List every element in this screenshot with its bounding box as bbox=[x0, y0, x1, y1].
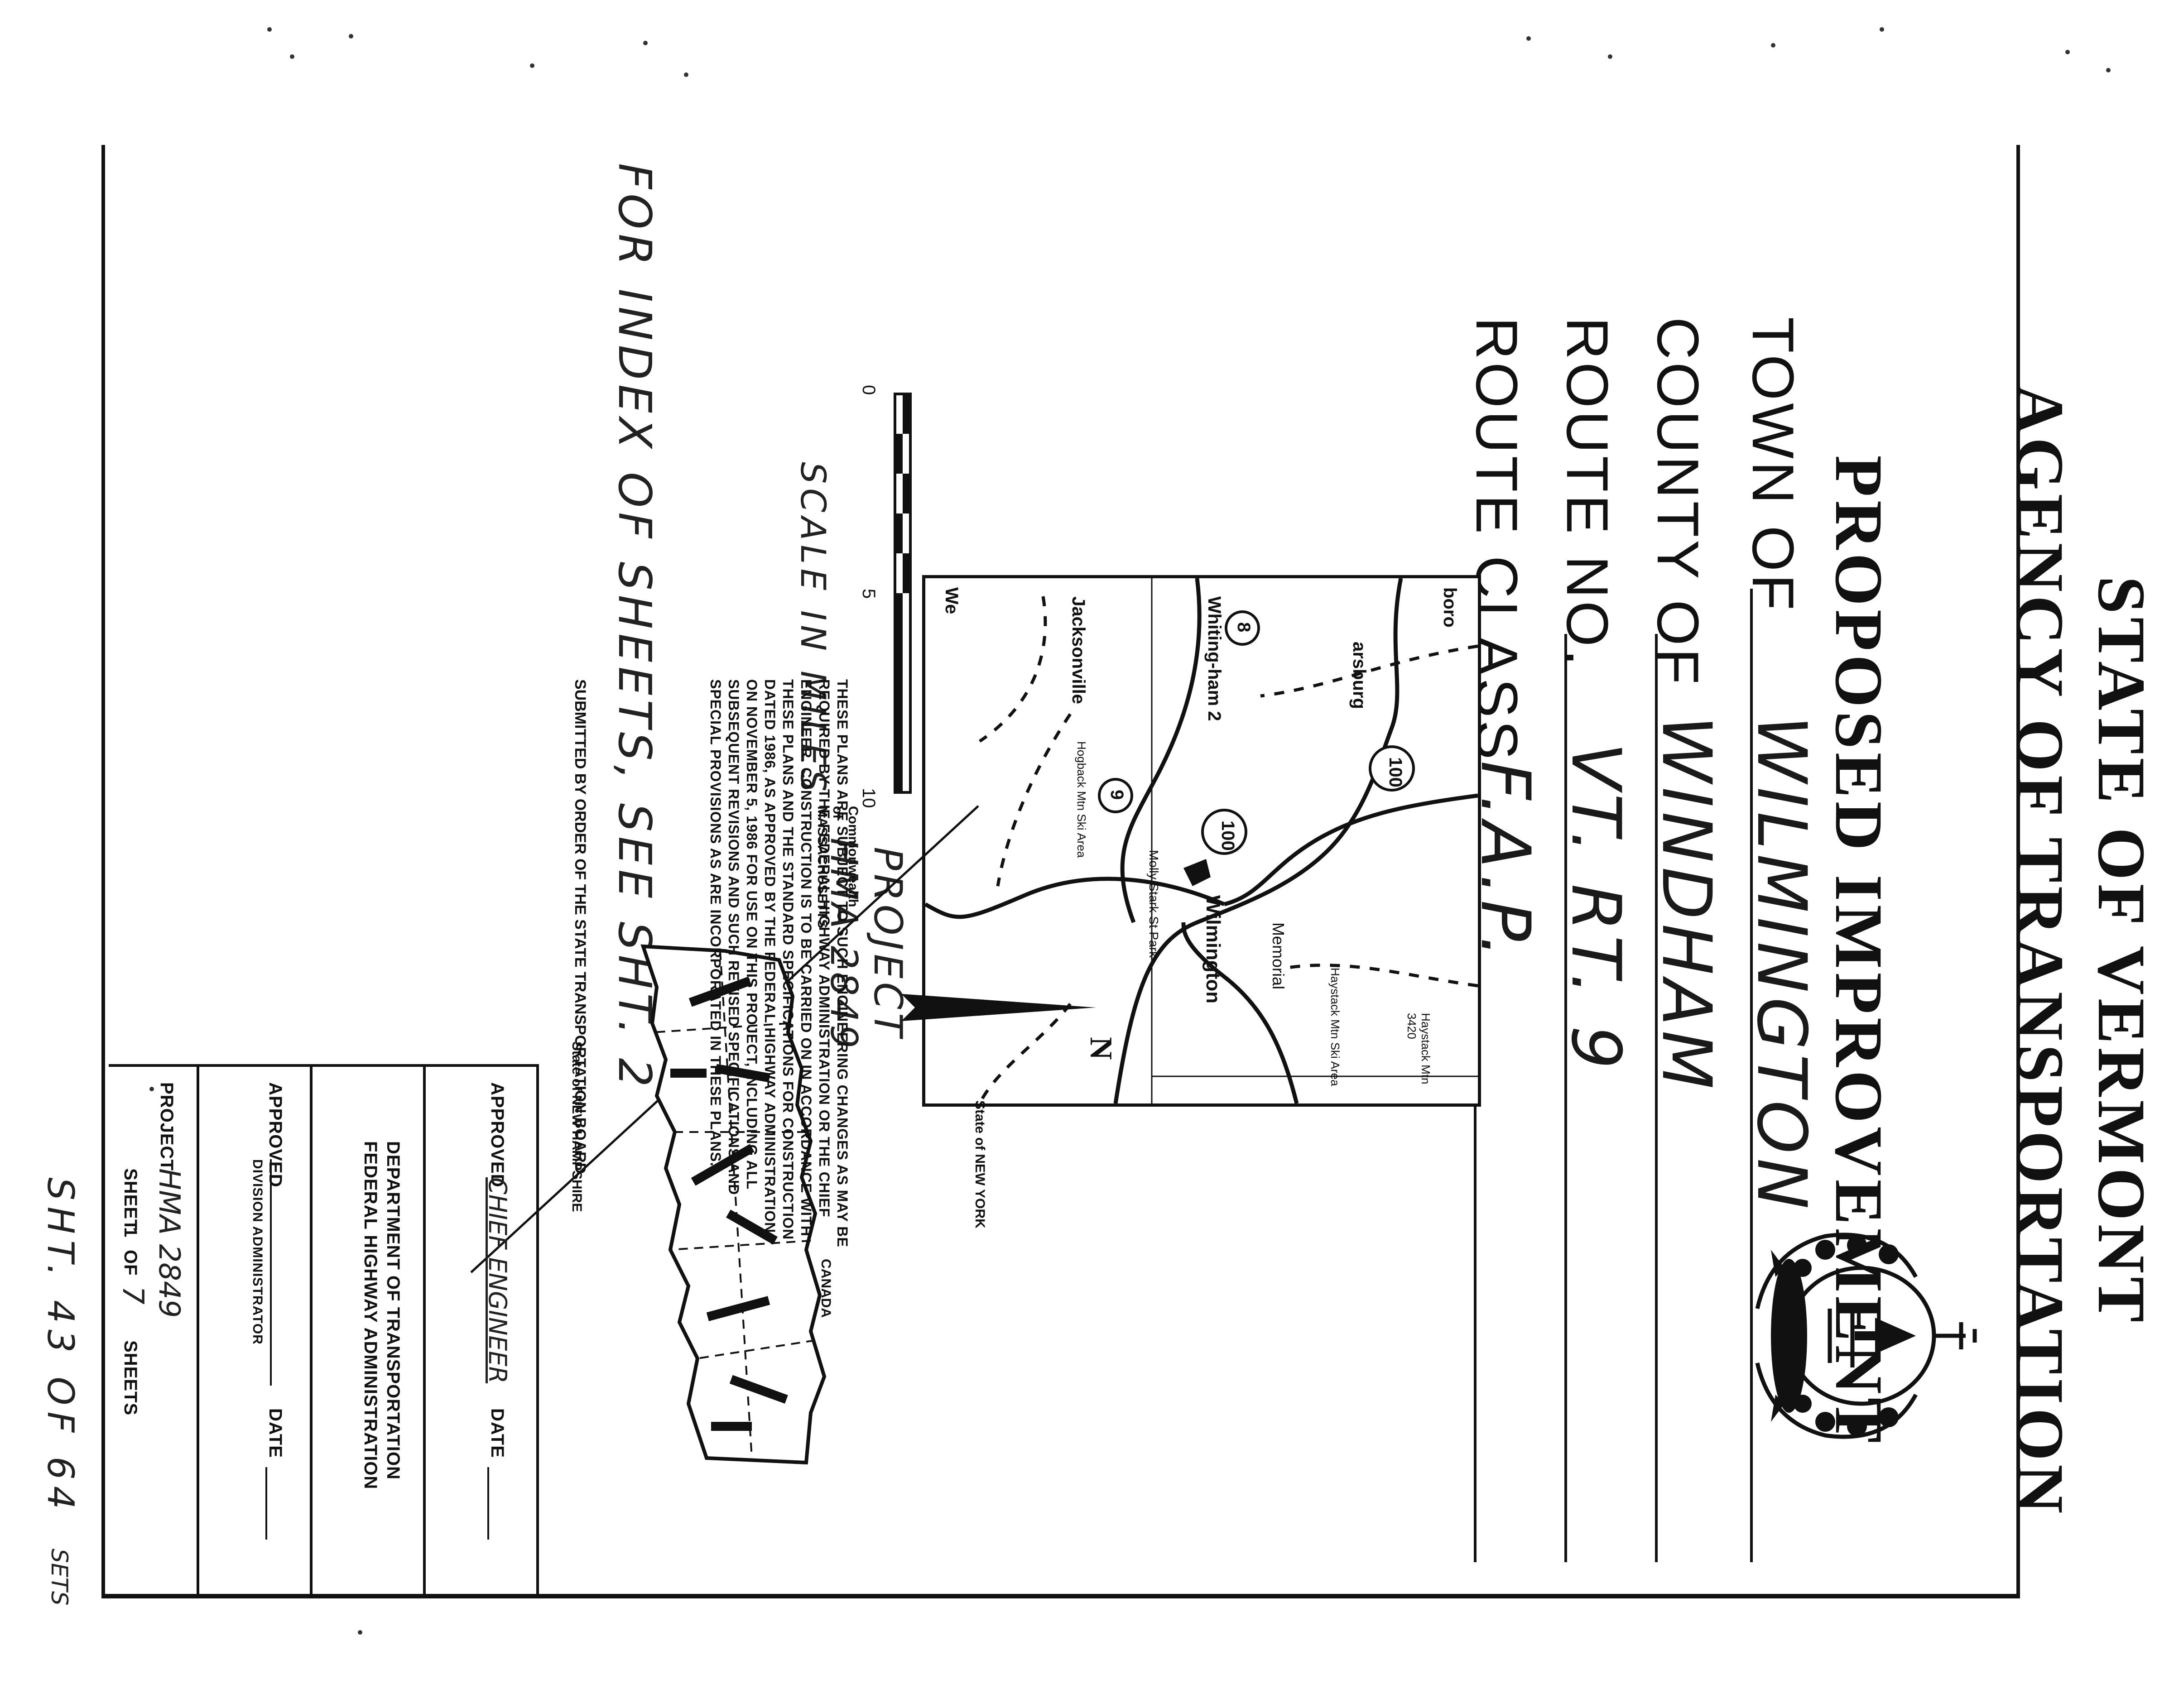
title-block-top-rule bbox=[536, 1064, 539, 1598]
of-label: OF bbox=[120, 1250, 140, 1276]
date2-label: DATE bbox=[265, 1408, 285, 1458]
map-label-searsburg: arsburg bbox=[1349, 642, 1369, 709]
dept-line-2: FEDERAL HIGHWAY ADMINISTRATION bbox=[361, 1141, 380, 1490]
approved2-label: APPROVED bbox=[265, 1082, 285, 1188]
approved-label: APPROVED bbox=[487, 1082, 507, 1188]
sheet-label: SHEET bbox=[120, 1168, 140, 1231]
vermont-key-map bbox=[640, 944, 827, 1465]
route-100-shield-b: 100 bbox=[1218, 820, 1238, 851]
route-no-value: VT. RT. 9 bbox=[1556, 743, 1635, 1074]
date2-underline bbox=[265, 1467, 267, 1540]
county-value: WINDHAM bbox=[1647, 715, 1726, 1094]
county-label: COUNTY OF bbox=[1645, 317, 1711, 687]
town-value: WILMINGTON bbox=[1742, 715, 1821, 1214]
title-block-rule-3 bbox=[197, 1064, 199, 1598]
map-label-readsboro: boro bbox=[1440, 587, 1460, 628]
map-label-hogback: Hogback Mtn Ski Area bbox=[1075, 741, 1088, 858]
route-100-shield-a: 100 bbox=[1385, 757, 1405, 787]
map-label-wilmington: Wilmington bbox=[1202, 895, 1224, 1004]
map-label-haystack: Haystack Mtn 3420 bbox=[1405, 1013, 1433, 1084]
title-proposed-improvement: PROPOSED IMPROVEMENT bbox=[1821, 455, 1896, 1447]
new-york-label: State of NEW YORK bbox=[972, 1100, 987, 1228]
scale-tick-5: 5 bbox=[859, 589, 879, 599]
date-underline bbox=[487, 1467, 489, 1540]
scale-bar bbox=[894, 393, 912, 794]
title-block-rule-2 bbox=[310, 1064, 313, 1598]
title-state: STATE OF VERMONT bbox=[2084, 576, 2159, 1326]
sheet-number: 1 bbox=[120, 1227, 140, 1238]
sheet-count-note: SHT. 43 OF 64 bbox=[39, 1177, 82, 1516]
location-map: 100 100 8 9 Wilmington Whiting-ham 2 Jac… bbox=[922, 575, 1481, 1107]
title-agency: AGENCY OF TRANSPORTATION bbox=[2002, 384, 2078, 1517]
sheets-label: SHEETS bbox=[120, 1340, 140, 1416]
map-label-haystack-ski: Haystack Mtn Ski Area bbox=[1328, 968, 1342, 1086]
map-label-molly-stark: Molly Stark St Park bbox=[1147, 850, 1161, 958]
date-label: DATE bbox=[487, 1408, 507, 1458]
north-label: N bbox=[1083, 1037, 1118, 1060]
dept-line-1: DEPARTMENT OF TRANSPORTATION bbox=[383, 1141, 403, 1480]
map-label-jacksonville: Jacksonville bbox=[1068, 596, 1088, 704]
title-block-rule-1 bbox=[423, 1064, 426, 1598]
town-label: TOWN OF bbox=[1740, 317, 1806, 613]
canada-label: CANADA bbox=[818, 1259, 833, 1318]
title-block-left-rule bbox=[109, 1064, 539, 1067]
scale-tick-10: 10 bbox=[859, 788, 879, 808]
project-label: PROJECT bbox=[157, 1082, 177, 1171]
route-no-label: ROUTE NO. bbox=[1554, 317, 1621, 669]
location-map-roads bbox=[925, 578, 1478, 1103]
sheets-total: 7 bbox=[116, 1286, 149, 1305]
admin-signature-line bbox=[270, 1159, 272, 1386]
chief-engineer-signature: CHIEF ENGINEER bbox=[483, 1177, 512, 1384]
submitted-by-order: SUBMITTED BY ORDER OF THE STATE TRANSPOR… bbox=[572, 679, 589, 1174]
map-label-whitingham: Whiting-ham 2 bbox=[1204, 596, 1224, 721]
division-admin-label: DIVISION ADMINISTRATOR bbox=[250, 1159, 265, 1345]
route-8-shield: 8 bbox=[1234, 622, 1254, 633]
map-label-we: We bbox=[942, 587, 962, 614]
map-label-memorial: Memorial bbox=[1269, 922, 1288, 990]
route-9-shield: 9 bbox=[1107, 790, 1127, 800]
scale-tick-0: 0 bbox=[859, 385, 879, 395]
sets-note: SETS bbox=[46, 1549, 72, 1606]
project-number: HMA 2849 bbox=[152, 1168, 186, 1318]
vermont-seal-icon bbox=[1755, 1233, 1977, 1439]
general-notes: THESE PLANS ARE SUBJECT TO SUCH ENGINEER… bbox=[707, 679, 851, 1247]
north-arrow-icon bbox=[901, 994, 1096, 1021]
